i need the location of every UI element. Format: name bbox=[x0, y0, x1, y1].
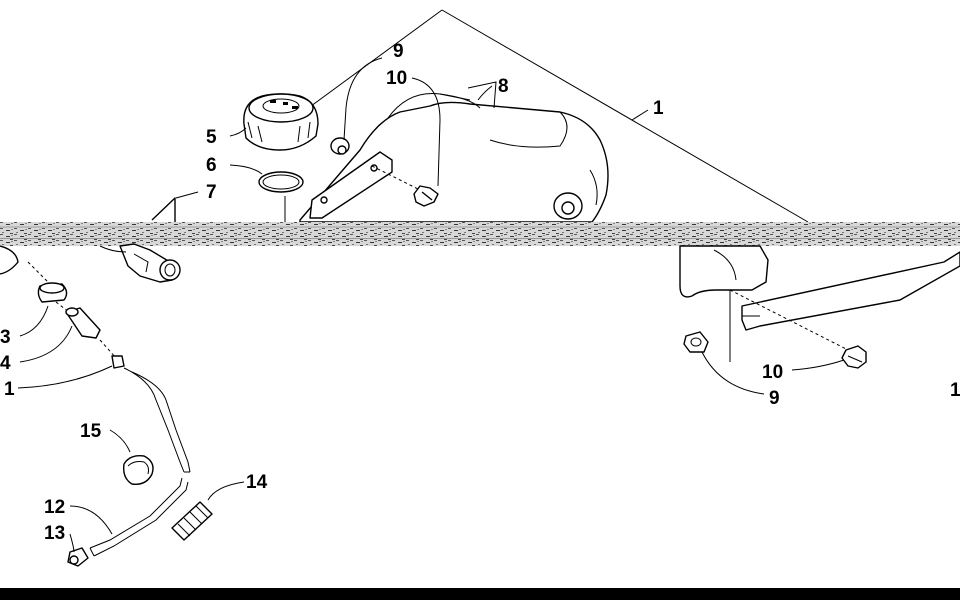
bottom-edge-bar bbox=[0, 588, 960, 600]
hose-clamp-small bbox=[99, 339, 125, 369]
bolt-upper bbox=[371, 165, 439, 207]
callout-8: 8 bbox=[498, 76, 509, 97]
callout-4: 4 bbox=[0, 353, 11, 374]
callout-10-lower: 10 bbox=[762, 362, 783, 383]
callout-14: 14 bbox=[246, 472, 268, 493]
callouts: 1 5 6 7 8 9 10 9 10 3 4 1 15 14 12 13 1 bbox=[0, 41, 960, 544]
gasket bbox=[258, 171, 304, 222]
callout-6: 6 bbox=[206, 155, 217, 176]
right-bracket bbox=[679, 245, 960, 362]
spiral-wrap bbox=[171, 501, 213, 541]
scan-noise-band bbox=[0, 222, 960, 246]
callout-5: 5 bbox=[206, 127, 217, 148]
callout-12: 12 bbox=[44, 497, 65, 518]
callout-13: 13 bbox=[44, 523, 65, 544]
grommet bbox=[27, 261, 68, 303]
callout-15: 15 bbox=[80, 421, 102, 442]
callout-11: 1 bbox=[4, 379, 15, 400]
leader-lines bbox=[17, 57, 845, 553]
spring-clip bbox=[122, 454, 154, 485]
fitting bbox=[55, 301, 101, 339]
callout-1: 1 bbox=[653, 98, 664, 119]
left-edge-part bbox=[0, 245, 19, 275]
washer-lower bbox=[683, 331, 709, 353]
callout-7: 7 bbox=[206, 182, 217, 203]
callout-3: 3 bbox=[0, 327, 11, 348]
hose-clamp-lower bbox=[67, 547, 89, 567]
callout-9-upper: 9 bbox=[393, 41, 404, 62]
fuel-cap bbox=[243, 93, 319, 151]
fuel-hose bbox=[123, 367, 191, 473]
vent-hose bbox=[89, 477, 189, 557]
callout-9-lower: 9 bbox=[769, 388, 780, 409]
bolt-lower bbox=[841, 345, 867, 369]
washer-upper bbox=[330, 137, 350, 155]
callout-1-right-edge: 1 bbox=[950, 380, 960, 401]
decal bbox=[151, 197, 176, 222]
fuel-valve bbox=[99, 243, 181, 283]
callout-10-upper: 10 bbox=[386, 68, 407, 89]
fuel-tank bbox=[299, 81, 609, 223]
